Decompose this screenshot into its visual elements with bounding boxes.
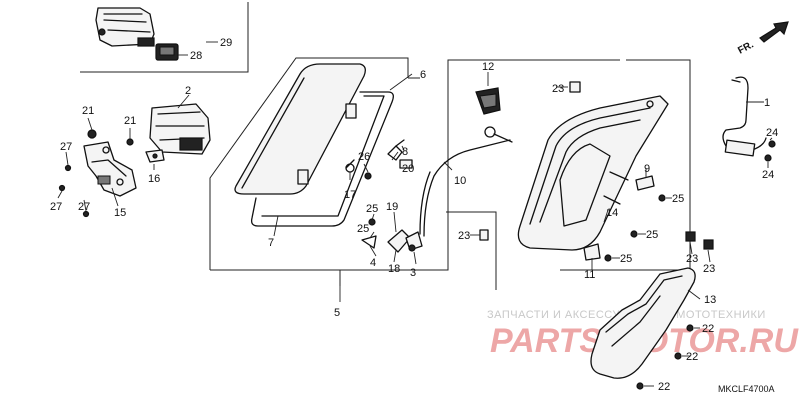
part-15-bracket bbox=[57, 117, 137, 218]
callout-4: 4 bbox=[370, 257, 376, 269]
callout-29: 29 bbox=[220, 37, 232, 49]
callout-10: 10 bbox=[454, 175, 466, 187]
part-10-cable bbox=[419, 126, 513, 237]
callout-16: 16 bbox=[148, 173, 160, 185]
callout-18: 18 bbox=[388, 263, 400, 275]
callout-23-mid: 23 bbox=[458, 230, 470, 242]
part-6-frame-rod bbox=[250, 73, 413, 227]
part-23-frame bbox=[446, 211, 497, 290]
callout-9: 9 bbox=[644, 163, 650, 175]
callout-23-right-a: 23 bbox=[686, 253, 698, 265]
callout-22-mid: 22 bbox=[686, 351, 698, 363]
callout-22-top: 22 bbox=[702, 323, 714, 335]
callout-25-right-top: 25 bbox=[672, 193, 684, 205]
callout-25-left-mid: 25 bbox=[357, 223, 369, 235]
callout-24-bottom: 24 bbox=[762, 169, 774, 181]
callout-1: 1 bbox=[764, 97, 770, 109]
part-1-wire-harness bbox=[722, 76, 776, 168]
callout-labels: 29 28 2 21 21 27 16 27 27 15 6 12 23 1 2… bbox=[50, 37, 778, 394]
callout-25-right-mid: 25 bbox=[646, 229, 658, 241]
callout-27-mid: 27 bbox=[78, 201, 90, 213]
callout-5: 5 bbox=[334, 307, 340, 319]
callout-20: 20 bbox=[402, 163, 414, 175]
callout-22-bottom: 22 bbox=[658, 381, 670, 393]
callout-12: 12 bbox=[482, 61, 494, 73]
callout-24-top: 24 bbox=[766, 127, 778, 139]
callout-28: 28 bbox=[190, 50, 202, 62]
part-13-tray bbox=[590, 267, 701, 390]
callout-27-top: 27 bbox=[60, 141, 72, 153]
diagram-code: MKCLF4700A bbox=[718, 384, 775, 394]
parts-3-4-18-19-25-latch bbox=[361, 211, 423, 265]
part-group-5-6-frame bbox=[209, 57, 691, 302]
callout-7: 7 bbox=[268, 237, 274, 249]
callout-2: 2 bbox=[185, 85, 191, 97]
front-direction-arrow: FR. bbox=[736, 21, 789, 57]
callout-6: 6 bbox=[420, 69, 426, 81]
callout-23-top: 23 bbox=[552, 83, 564, 95]
callout-11: 11 bbox=[584, 269, 595, 281]
callout-8: 8 bbox=[402, 146, 408, 158]
callout-21-left: 21 bbox=[82, 105, 94, 117]
part-7-lid bbox=[234, 63, 366, 237]
callout-19: 19 bbox=[386, 201, 398, 213]
callout-27-left: 27 bbox=[50, 201, 62, 213]
callout-13: 13 bbox=[704, 294, 716, 306]
callout-26: 26 bbox=[358, 151, 370, 163]
callout-3: 3 bbox=[410, 267, 416, 279]
part-2-control-unit bbox=[149, 94, 211, 155]
part-16-clip bbox=[145, 149, 165, 170]
callout-15: 15 bbox=[114, 207, 126, 219]
parts-23-clips bbox=[470, 81, 714, 263]
assembly-box-28-29 bbox=[80, 2, 249, 73]
part-12-buffer bbox=[475, 72, 501, 115]
part-9-11-14-inner-lid bbox=[517, 95, 672, 270]
callout-21-right: 21 bbox=[124, 115, 136, 127]
callout-17: 17 bbox=[344, 189, 356, 201]
callout-23-right-b: 23 bbox=[703, 263, 715, 275]
front-direction-label: FR. bbox=[736, 39, 756, 56]
callout-25-left-top: 25 bbox=[366, 203, 378, 215]
parts-8-17-26-hardware bbox=[345, 139, 413, 180]
callout-25-right-bottom: 25 bbox=[620, 253, 632, 265]
callout-14: 14 bbox=[606, 207, 618, 219]
